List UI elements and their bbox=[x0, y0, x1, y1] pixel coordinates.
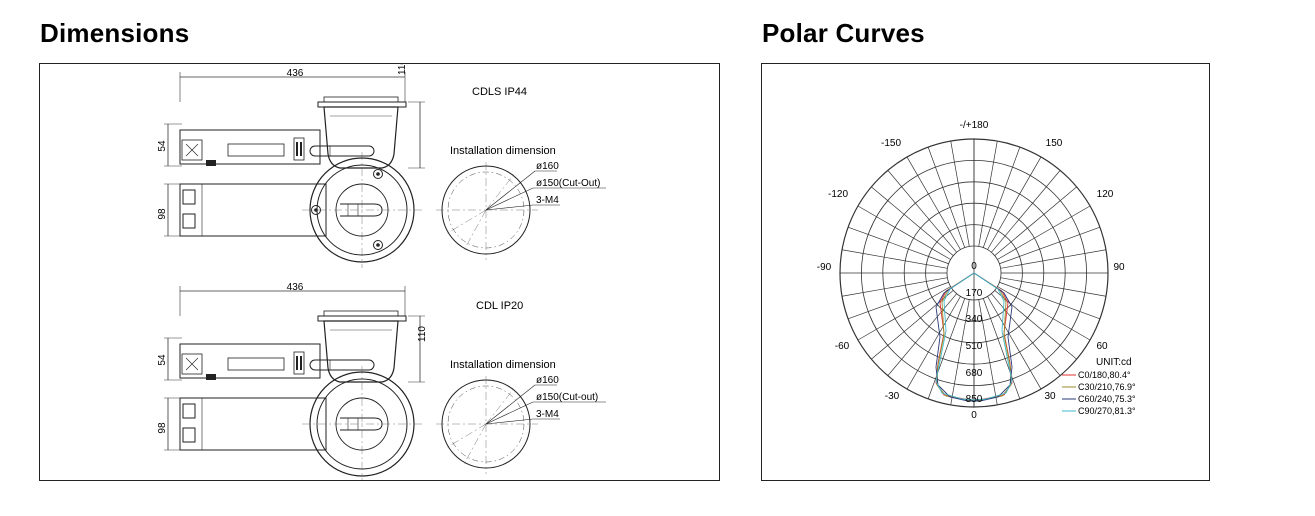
polar-spoke bbox=[978, 140, 998, 247]
polar-spoke bbox=[857, 286, 951, 341]
angle-label-m120: -120 bbox=[828, 189, 848, 200]
dimensions-heading: Dimensions bbox=[40, 18, 190, 48]
polar-diagram: -/+180 -150 150 -120 120 -90 90 -60 60 -… bbox=[817, 120, 1136, 421]
center-label: 0 bbox=[971, 261, 977, 272]
polar-spoke bbox=[994, 186, 1077, 256]
polar-curves-panel: -/+180 -150 150 -120 120 -90 90 -60 60 -… bbox=[761, 63, 1210, 481]
polar-spoke bbox=[887, 293, 957, 376]
variant-2-width: 98 bbox=[157, 422, 168, 434]
angle-label-p150: 150 bbox=[1046, 138, 1063, 149]
angle-label-m60: -60 bbox=[835, 341, 850, 352]
variant-2-length: 436 bbox=[287, 282, 304, 293]
polar-spoke bbox=[950, 140, 970, 247]
radial-label-2: 340 bbox=[966, 314, 983, 325]
radial-label-5: 850 bbox=[966, 394, 983, 405]
variant-2-height: 110 bbox=[417, 326, 428, 342]
angle-label-m90: -90 bbox=[817, 262, 832, 273]
polar-spoke bbox=[871, 290, 954, 360]
variant-1-drawing: 436 110 54 98 CDLS IP44 Installation dim… bbox=[157, 59, 607, 269]
variant-1-screw: 3-M4 bbox=[536, 195, 559, 206]
polar-spoke bbox=[847, 281, 949, 320]
variant-1-model: CDLS IP44 bbox=[472, 86, 527, 98]
polar-grid bbox=[839, 138, 1109, 408]
polar-curve-3 bbox=[935, 272, 1013, 401]
polar-spoke bbox=[978, 299, 998, 406]
radial-label-1: 170 bbox=[966, 288, 983, 299]
polar-spoke bbox=[906, 156, 961, 250]
polar-spoke bbox=[991, 293, 1061, 376]
polar-spoke bbox=[847, 226, 949, 265]
polar-curves bbox=[935, 272, 1013, 402]
variant-1-d1: ø160 bbox=[536, 161, 559, 172]
polar-spoke bbox=[987, 296, 1042, 390]
polar-spoke bbox=[982, 146, 1021, 248]
dimensions-drawing: 436 110 54 98 CDLS IP44 Installation dim… bbox=[157, 59, 607, 483]
legend-label-c30: C30/210,76.9° bbox=[1078, 382, 1136, 392]
variant-2-install-title: Installation dimension bbox=[450, 359, 556, 371]
variant-1-side-height: 54 bbox=[157, 140, 168, 152]
legend-label-c60: C60/240,75.3° bbox=[1078, 394, 1136, 404]
angle-label-m30: -30 bbox=[885, 391, 900, 402]
legend: C0/180,80.4° C30/210,76.9° C60/240,75.3°… bbox=[1062, 370, 1136, 416]
polar-spoke bbox=[950, 299, 970, 406]
polar-spoke bbox=[906, 296, 961, 390]
polar-spoke bbox=[997, 205, 1091, 260]
variant-2-model: CDL IP20 bbox=[476, 300, 523, 312]
polar-spoke bbox=[994, 290, 1077, 360]
legend-label-c90: C90/270,81.3° bbox=[1078, 406, 1136, 416]
polar-spoke bbox=[991, 170, 1061, 253]
variant-2-side-height: 54 bbox=[157, 354, 168, 366]
angle-label-180: -/+180 bbox=[960, 120, 989, 131]
variant-1-width: 98 bbox=[157, 208, 168, 220]
radial-label-3: 510 bbox=[966, 341, 983, 352]
variant-2-d2: ø150(Cut-out) bbox=[536, 392, 598, 403]
polar-curve-2 bbox=[935, 272, 1013, 402]
angle-label-p120: 120 bbox=[1097, 189, 1114, 200]
polar-spoke bbox=[927, 146, 966, 248]
polar-spoke bbox=[1000, 277, 1107, 297]
variant-1-height: 110 bbox=[397, 64, 408, 75]
polar-spoke bbox=[887, 170, 957, 253]
angle-label-p30: 30 bbox=[1044, 391, 1056, 402]
polar-spoke bbox=[857, 205, 951, 260]
polar-spoke bbox=[841, 249, 948, 269]
polar-spoke bbox=[999, 281, 1101, 320]
variant-1-d2: ø150(Cut-Out) bbox=[536, 178, 600, 189]
polar-spoke bbox=[982, 298, 1021, 400]
radial-label-4: 680 bbox=[966, 368, 983, 379]
variant-1-install-title: Installation dimension bbox=[450, 145, 556, 157]
variant-2-d1: ø160 bbox=[536, 375, 559, 386]
legend-label-c0: C0/180,80.4° bbox=[1078, 370, 1131, 380]
variant-2-screw: 3-M4 bbox=[536, 409, 559, 420]
dimensions-panel: 436 110 54 98 CDLS IP44 Installation dim… bbox=[39, 59, 720, 483]
polar-spoke bbox=[1000, 249, 1107, 269]
polar-curves-heading: Polar Curves bbox=[762, 18, 925, 48]
polar-spoke bbox=[841, 277, 948, 297]
angle-label-0: 0 bbox=[971, 410, 977, 421]
polar-spoke bbox=[871, 186, 954, 256]
polar-spoke bbox=[927, 298, 966, 400]
angle-label-p90: 90 bbox=[1113, 262, 1125, 273]
angle-label-m150: -150 bbox=[881, 138, 901, 149]
angle-label-p60: 60 bbox=[1096, 341, 1108, 352]
variant-1-length: 436 bbox=[287, 68, 304, 79]
polar-spoke bbox=[997, 286, 1091, 341]
unit-label: UNIT:cd bbox=[1096, 357, 1132, 368]
polar-spoke bbox=[999, 226, 1101, 265]
variant-2-drawing: 436 110 54 98 CDL IP20 Installation dime… bbox=[157, 282, 607, 483]
polar-spoke bbox=[987, 156, 1042, 250]
